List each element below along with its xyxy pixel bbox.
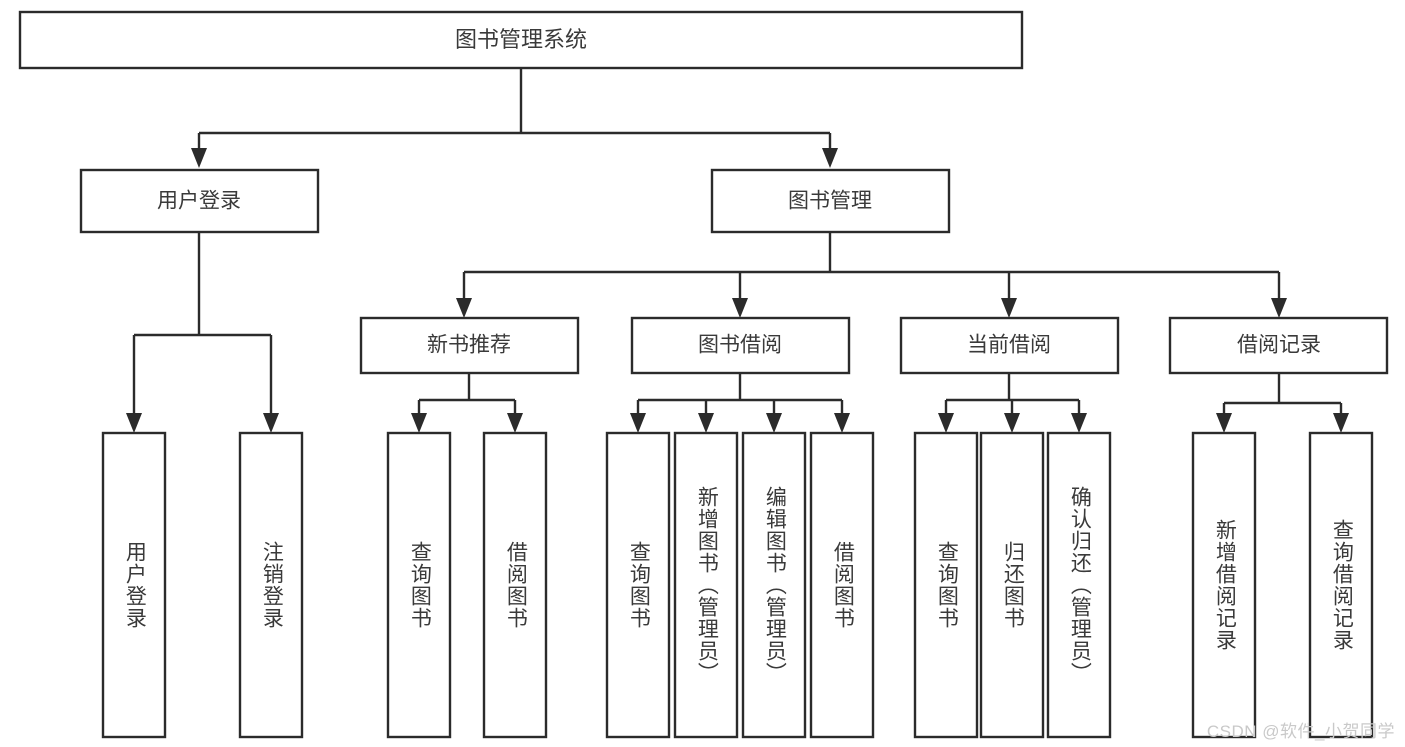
- arrow-head-leaf-borrow-book-1: [507, 413, 523, 433]
- arrow-head-leaf-query-record: [1333, 413, 1349, 433]
- node-new-book-rec[interactable]: 新书推荐: [359, 316, 580, 375]
- arrow-head-current-borrow: [1001, 298, 1017, 318]
- leaf-box-query-book-2[interactable]: [605, 431, 671, 739]
- connector-group-user-login: [126, 232, 279, 433]
- leaf-box-add-record[interactable]: [1191, 431, 1257, 739]
- arrow-head-leaf-user-login: [126, 413, 142, 433]
- leaf-boxes: [101, 431, 1374, 739]
- arrow-head-leaf-logout: [263, 413, 279, 433]
- csdn-watermark: CSDN @软件_小贺同学: [1206, 722, 1395, 741]
- arrow-head-book-manage: [822, 148, 838, 168]
- arrow-head-leaf-borrow-book-2: [834, 413, 850, 433]
- arrow-head-book-borrow: [732, 298, 748, 318]
- node-new-book-rec-label: 新书推荐: [427, 334, 511, 357]
- node-book-borrow-box[interactable]: [630, 316, 851, 375]
- node-user-login-box[interactable]: [79, 168, 320, 234]
- leaf-box-user-login[interactable]: [101, 431, 167, 739]
- node-book-borrow-label: 图书借阅: [698, 334, 782, 357]
- node-book-manage[interactable]: 图书管理: [710, 168, 951, 234]
- arrow-head-borrow-record: [1271, 298, 1287, 318]
- node-user-login-label: 用户登录: [157, 190, 241, 213]
- leaf-box-edit-book[interactable]: [741, 431, 807, 739]
- arrow-head-leaf-query-book-2: [630, 413, 646, 433]
- arrow-head-leaf-confirm-return: [1071, 413, 1087, 433]
- node-borrow-record-label: 借阅记录: [1237, 334, 1321, 357]
- node-current-borrow-box[interactable]: [899, 316, 1120, 375]
- connector-group-root: [191, 68, 838, 168]
- connector-group-borrow-record: [1216, 373, 1349, 433]
- leaf-box-query-book-1[interactable]: [386, 431, 452, 739]
- arrow-head-leaf-query-book-1: [411, 413, 427, 433]
- node-title[interactable]: 图书管理系统: [18, 10, 1024, 70]
- node-new-book-rec-box[interactable]: [359, 316, 580, 375]
- arrow-head-leaf-add-book: [698, 413, 714, 433]
- leaf-box-add-book[interactable]: [673, 431, 739, 739]
- node-title-box[interactable]: [18, 10, 1024, 70]
- arrow-head-leaf-query-book-3: [938, 413, 954, 433]
- node-book-borrow[interactable]: 图书借阅: [630, 316, 851, 375]
- leaf-box-borrow-book-2[interactable]: [809, 431, 875, 739]
- arrow-head-leaf-add-record: [1216, 413, 1232, 433]
- leaf-box-confirm-return[interactable]: [1046, 431, 1112, 739]
- node-borrow-record-box[interactable]: [1168, 316, 1389, 375]
- node-current-borrow-label: 当前借阅: [967, 334, 1051, 357]
- arrow-head-leaf-edit-book: [766, 413, 782, 433]
- arrow-head-user-login: [191, 148, 207, 168]
- node-title-label: 图书管理系统: [455, 27, 587, 52]
- leaf-box-return-book[interactable]: [979, 431, 1045, 739]
- node-borrow-record[interactable]: 借阅记录: [1168, 316, 1389, 375]
- arrow-head-leaf-return-book: [1004, 413, 1020, 433]
- leaf-box-logout[interactable]: [238, 431, 304, 739]
- leaf-box-query-record[interactable]: [1308, 431, 1374, 739]
- leaf-box-query-book-3[interactable]: [913, 431, 979, 739]
- node-user-login[interactable]: 用户登录: [79, 168, 320, 234]
- node-current-borrow[interactable]: 当前借阅: [899, 316, 1120, 375]
- connector-group-book-borrow: [630, 373, 850, 433]
- connector-group-current-borrow: [938, 373, 1087, 433]
- connector-group-book-manage: [456, 232, 1287, 318]
- leaf-box-borrow-book-1[interactable]: [482, 431, 548, 739]
- node-book-manage-label: 图书管理: [788, 190, 872, 213]
- node-book-manage-box[interactable]: [710, 168, 951, 234]
- arrow-head-new-book-rec: [456, 298, 472, 318]
- connector-group-new-book-rec: [411, 373, 523, 433]
